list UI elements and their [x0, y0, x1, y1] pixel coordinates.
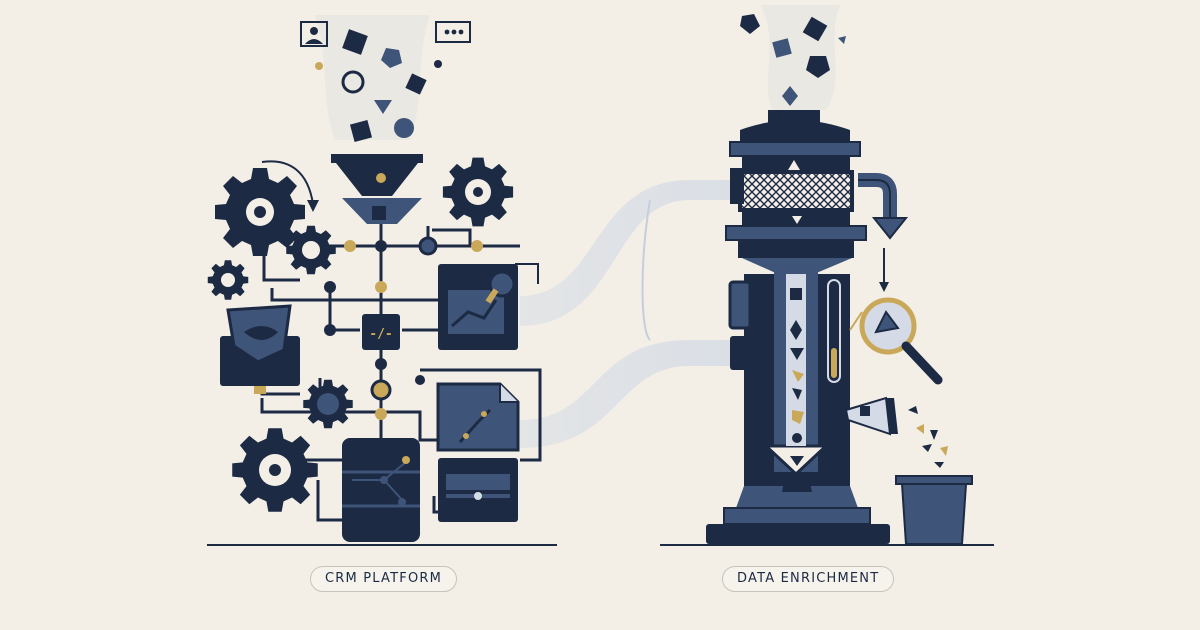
data-fragment	[792, 388, 802, 400]
intake-module	[220, 304, 300, 394]
junction-node	[375, 240, 387, 252]
image-icon	[300, 21, 328, 47]
data-fragment	[405, 73, 427, 95]
chat-dots-icon	[435, 21, 471, 43]
junction-node	[418, 236, 438, 256]
junction-node	[375, 408, 387, 420]
database-icon	[342, 438, 420, 542]
connector-pipe-lower	[520, 340, 735, 448]
filter-mesh-icon	[738, 170, 854, 212]
junction-node	[324, 324, 336, 336]
document-icon	[436, 382, 520, 452]
data-fragment	[772, 38, 792, 58]
data-fragment	[922, 444, 932, 452]
connector-pipe-upper	[520, 180, 735, 326]
data-fragment	[315, 62, 323, 70]
data-fragment	[792, 370, 804, 382]
data-fragment	[342, 29, 368, 55]
junction-node	[415, 375, 425, 385]
data-fragment	[394, 118, 414, 138]
junction-node	[370, 379, 392, 401]
data-fragment	[908, 406, 918, 414]
level-gauge	[827, 279, 841, 383]
data-fragment	[792, 433, 802, 443]
junction-node	[375, 281, 387, 293]
data-fragment	[790, 320, 802, 340]
code-chip-label: -/-	[369, 327, 392, 342]
nozzle-icon	[844, 396, 898, 436]
junction-node	[375, 358, 387, 370]
data-fragment	[930, 430, 938, 440]
connector-pipe-edge	[641, 199, 651, 341]
crm-platform-label: CRM PLATFORM	[310, 566, 458, 592]
data-fragment	[740, 14, 760, 34]
outlet-pipe	[858, 173, 909, 292]
data-fragment	[792, 410, 804, 424]
data-fragment	[940, 446, 948, 456]
trash-bin-icon	[895, 475, 973, 545]
data-enrichment-label: DATA ENRICHMENT	[722, 566, 895, 592]
data-fragment	[790, 348, 804, 360]
magnifier-icon	[849, 297, 943, 385]
data-fragment	[916, 424, 924, 434]
data-fragment	[790, 288, 802, 300]
data-fragment	[806, 56, 830, 78]
data-fragment	[341, 70, 365, 94]
junction-node	[324, 281, 336, 293]
data-fragment	[838, 36, 846, 44]
chart-module	[438, 263, 539, 350]
drawer-module	[438, 458, 518, 522]
data-fragment	[349, 119, 373, 143]
data-fragment	[374, 100, 392, 114]
data-fragment	[381, 48, 402, 68]
rotate-arrow-icon	[261, 160, 314, 205]
junction-node	[471, 240, 483, 252]
funnel-icon	[331, 154, 423, 224]
junction-node	[344, 240, 356, 252]
data-fragment	[434, 60, 442, 68]
data-fragment	[934, 462, 944, 468]
data-fragment	[802, 16, 828, 42]
code-chip	[362, 314, 400, 350]
enrichment-smoke	[760, 5, 840, 110]
data-fragment	[782, 86, 798, 106]
